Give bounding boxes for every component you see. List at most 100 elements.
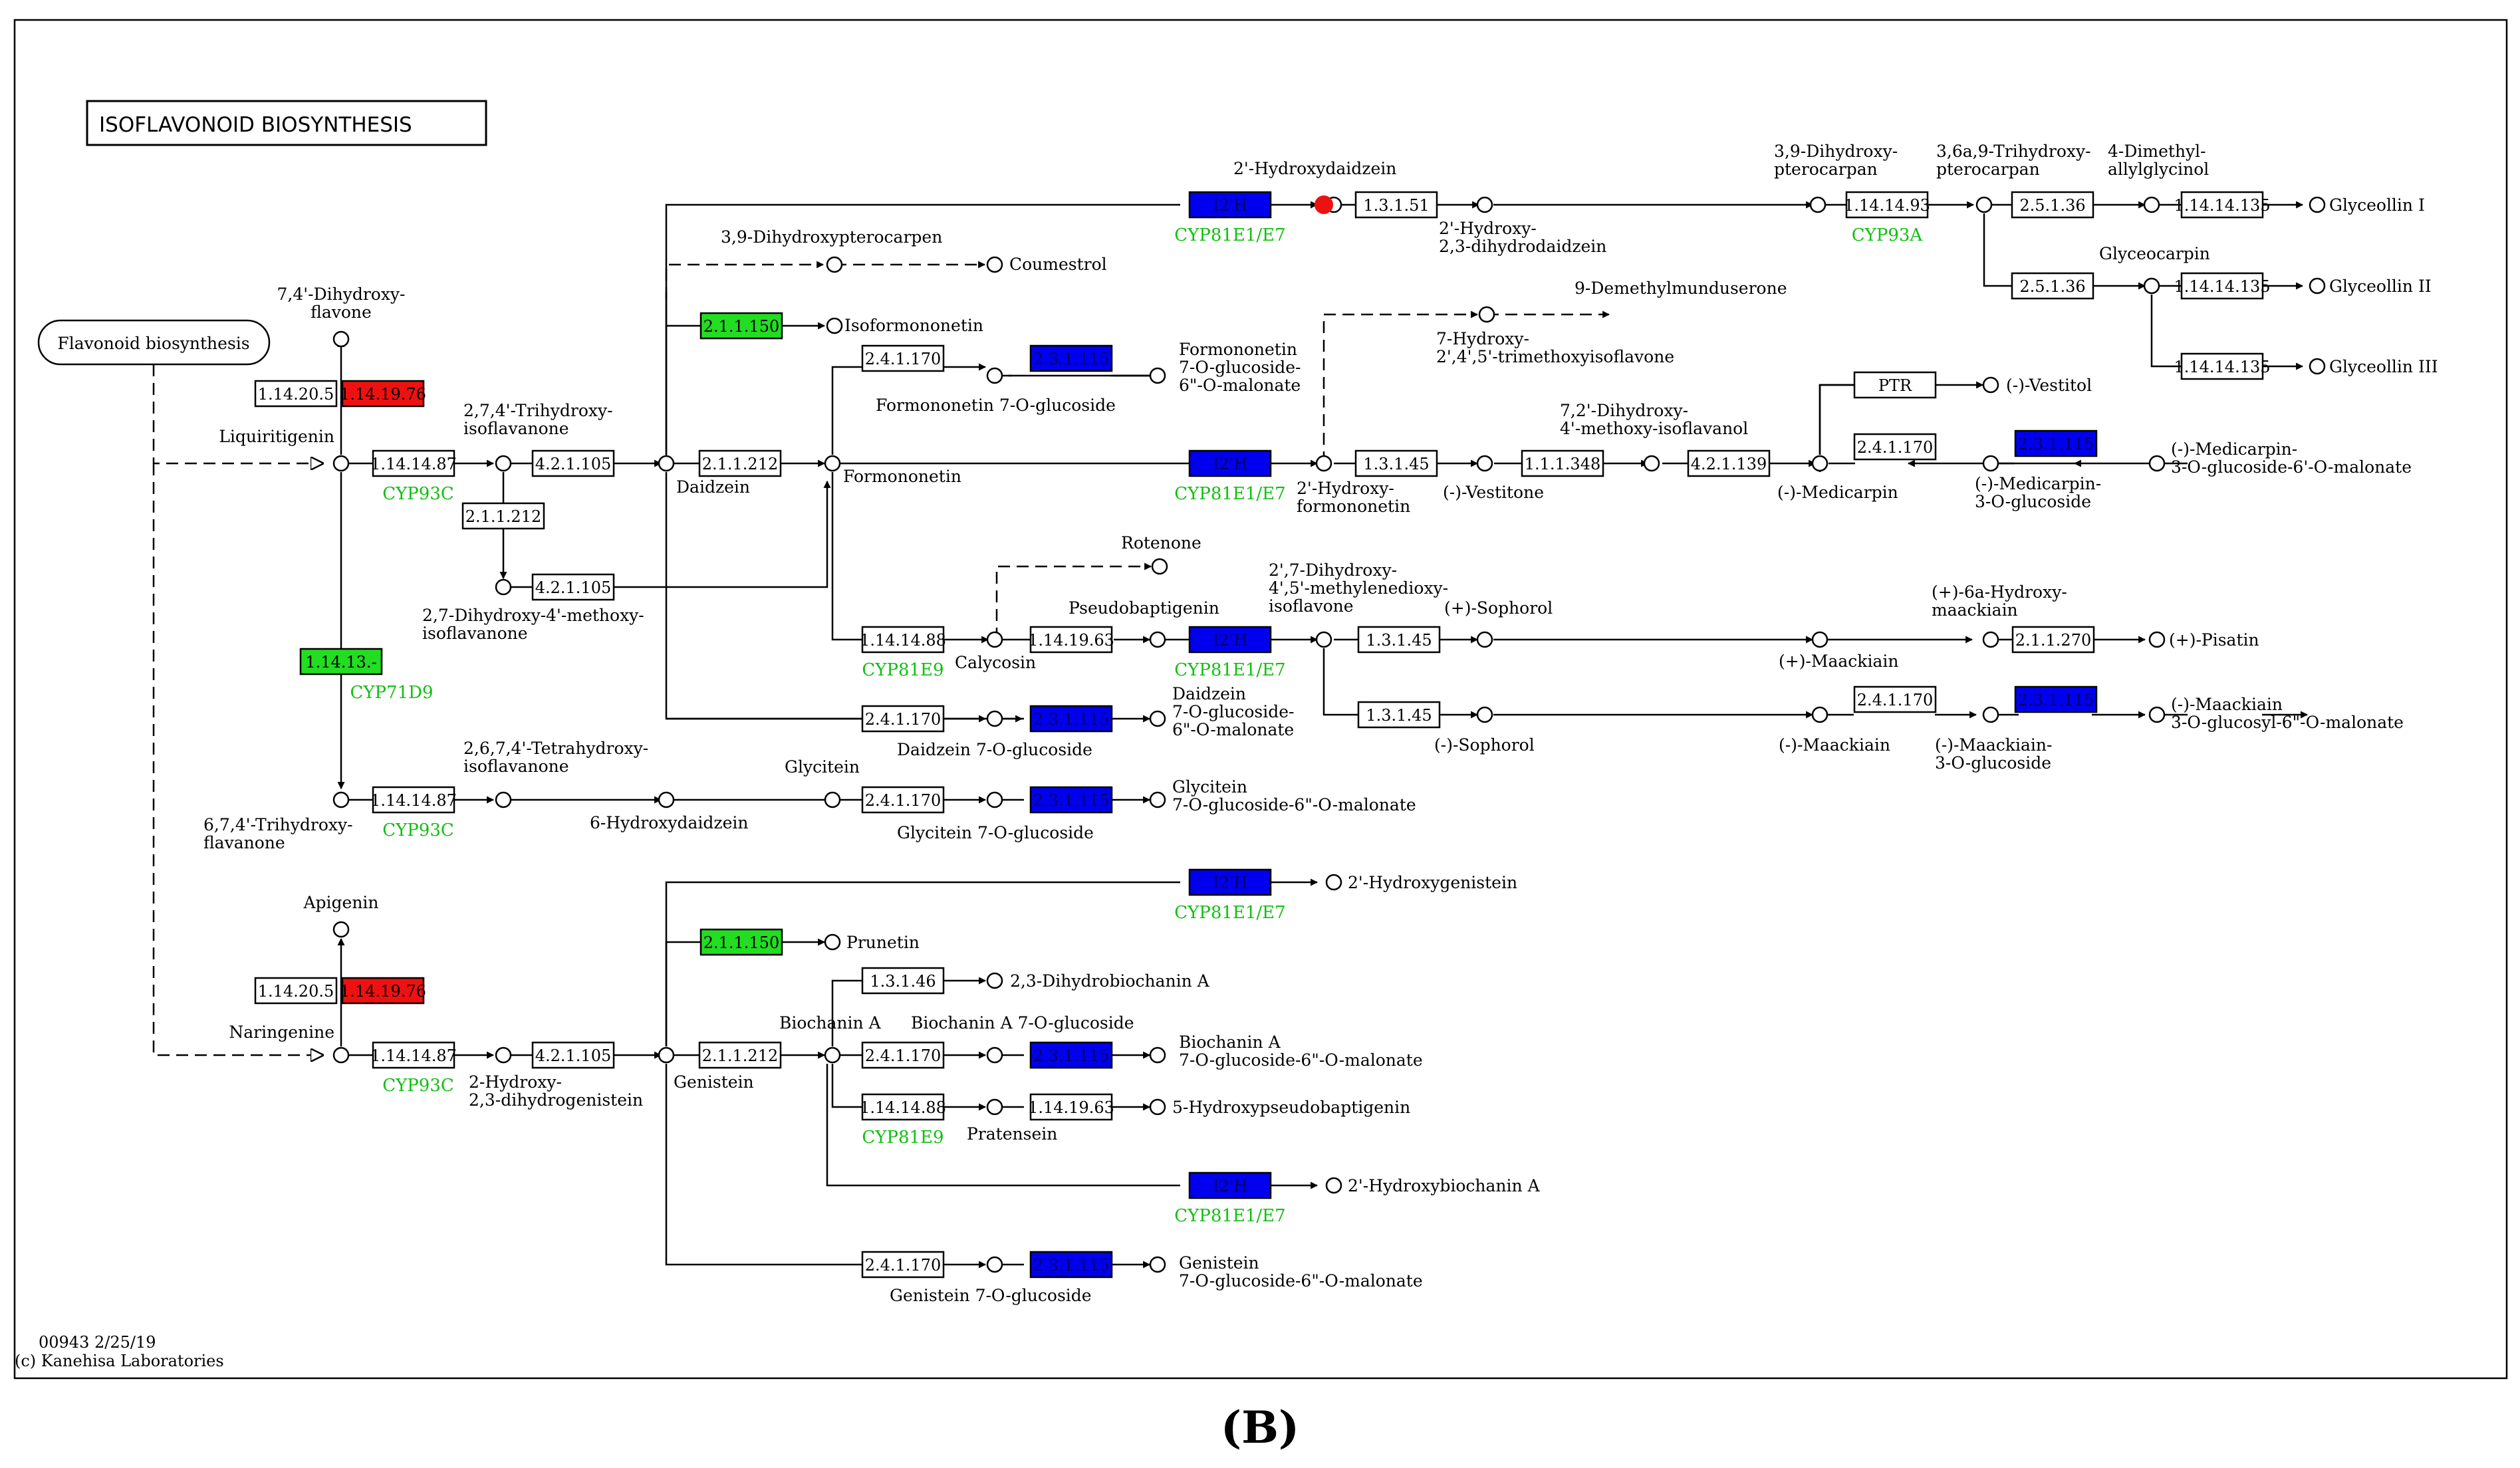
compound-node[interactable] [658, 791, 675, 808]
compound-node[interactable] [826, 256, 843, 273]
enzyme-e-2-1-1-150-b[interactable]: 2.1.1.150 [699, 928, 783, 956]
compound-node[interactable] [495, 578, 512, 596]
enzyme-e-1-3-1-45-c[interactable]: 1.3.1.45 [1357, 701, 1441, 729]
enzyme-e-2-4-1-170-a[interactable]: 2.4.1.170 [861, 344, 945, 372]
compound-node[interactable] [824, 455, 841, 472]
compound-node[interactable] [332, 921, 350, 938]
compound-node[interactable] [1476, 455, 1493, 472]
enzyme-e-1-14-19-76-b[interactable]: 1.14.19.76 [340, 977, 426, 1005]
compound-node[interactable] [1149, 791, 1166, 808]
enzyme-e-1-14-20-5-a[interactable]: 1.14.20.5 [254, 380, 338, 408]
enzyme-e-1-14-19-63-b[interactable]: 1.14.19.63 [1028, 1093, 1114, 1121]
enzyme-e-2-3-1-115-d[interactable]: 2.3.1.115 [2014, 429, 2098, 457]
compound-node[interactable] [2143, 277, 2160, 295]
enzyme-e-i2h-b[interactable]: I2'H [1188, 449, 1272, 477]
compound-node[interactable] [824, 1046, 841, 1064]
compound-node[interactable] [986, 1046, 1003, 1064]
compound-node[interactable] [1982, 631, 1999, 648]
enzyme-e-4-2-1-105-c[interactable]: 4.2.1.105 [531, 1041, 615, 1069]
compound-node[interactable] [1476, 196, 1493, 213]
compound-node[interactable] [1325, 874, 1342, 891]
enzyme-e-1-3-1-46[interactable]: 1.3.1.46 [861, 967, 945, 995]
compound-node[interactable] [495, 455, 512, 472]
compound-node[interactable] [1149, 367, 1166, 384]
enzyme-e-2-1-1-270[interactable]: 2.1.1.270 [2011, 626, 2095, 654]
enzyme-e-4-2-1-139[interactable]: 4.2.1.139 [1687, 449, 1771, 477]
compound-node[interactable] [986, 791, 1003, 808]
compound-node[interactable] [986, 256, 1003, 273]
enzyme-e-1-14-14-88-b[interactable]: 1.14.14.88 [860, 1093, 946, 1121]
enzyme-e-1-14-14-135-a[interactable]: 1.14.14.135 [2174, 191, 2271, 219]
enzyme-e-1-3-1-45-a[interactable]: 1.3.1.45 [1354, 449, 1438, 477]
enzyme-e-2-3-1-115-g[interactable]: 2.3.1.115 [1029, 1251, 1113, 1279]
compound-node[interactable] [495, 791, 512, 808]
enzyme-e-2-5-1-36-a[interactable]: 2.5.1.36 [2011, 191, 2094, 219]
compound-node[interactable] [1151, 558, 1168, 575]
enzyme-e-1-14-14-88-a[interactable]: 1.14.14.88 [860, 626, 946, 654]
enzyme-e-2-4-1-170-d[interactable]: 2.4.1.170 [1853, 433, 1937, 461]
enzyme-e-1-14-14-87-a[interactable]: 1.14.14.87 [370, 449, 457, 477]
enzyme-e-ptr[interactable]: PTR [1853, 371, 1937, 399]
compound-node[interactable] [1149, 1098, 1166, 1116]
enzyme-e-4-2-1-105-b[interactable]: 4.2.1.105 [531, 573, 615, 601]
compound-node[interactable] [824, 791, 841, 808]
compound-node[interactable] [332, 330, 350, 348]
compound-node[interactable] [986, 710, 1003, 727]
compound-node[interactable] [1643, 455, 1660, 472]
enzyme-e-1-3-1-45-b[interactable]: 1.3.1.45 [1357, 626, 1441, 654]
compound-node[interactable] [332, 455, 350, 472]
compound-node[interactable] [2148, 455, 2166, 472]
compound-node[interactable] [1476, 631, 1493, 648]
enzyme-e-1-3-1-51[interactable]: 1.3.1.51 [1354, 191, 1438, 219]
compound-node[interactable] [1476, 706, 1493, 723]
compound-node[interactable] [986, 631, 1003, 648]
compound-node[interactable] [2148, 706, 2166, 723]
compound-node[interactable] [986, 1256, 1003, 1273]
enzyme-e-4-2-1-105-a[interactable]: 4.2.1.105 [531, 449, 615, 477]
compound-node[interactable] [826, 317, 843, 334]
compound-node[interactable] [658, 1046, 675, 1064]
enzyme-e-i2h-e[interactable]: I2'H [1188, 1171, 1272, 1199]
enzyme-e-2-4-1-170-f[interactable]: 2.4.1.170 [861, 1041, 945, 1069]
compound-node[interactable] [495, 1046, 512, 1064]
enzyme-e-2-1-1-150-a[interactable]: 2.1.1.150 [699, 312, 783, 340]
enzyme-e-1-14-14-87-b[interactable]: 1.14.14.87 [370, 786, 457, 814]
compound-node[interactable] [986, 972, 1003, 989]
enzyme-e-1-14-19-63-a[interactable]: 1.14.19.63 [1028, 626, 1114, 654]
compound-node[interactable] [1149, 1046, 1166, 1064]
enzyme-e-2-4-1-170-b[interactable]: 2.4.1.170 [861, 705, 945, 733]
compound-node[interactable] [1315, 455, 1332, 472]
compound-node[interactable] [332, 1046, 350, 1064]
highlighted-compound-node[interactable] [1315, 195, 1333, 214]
compound-node[interactable] [986, 367, 1003, 384]
enzyme-e-2-5-1-36-b[interactable]: 2.5.1.36 [2011, 272, 2094, 300]
compound-node[interactable] [1982, 706, 1999, 723]
compound-node[interactable] [1975, 196, 1993, 213]
compound-node[interactable] [1809, 196, 1827, 213]
compound-node[interactable] [2309, 196, 2326, 213]
compound-node[interactable] [1325, 1177, 1342, 1194]
enzyme-e-2-3-1-115-f[interactable]: 2.3.1.115 [1029, 1041, 1113, 1069]
compound-node[interactable] [2148, 631, 2166, 648]
enzyme-e-2-3-1-115-e[interactable]: 2.3.1.115 [2014, 685, 2098, 713]
enzyme-e-1-14-14-135-b[interactable]: 1.14.14.135 [2174, 272, 2271, 300]
compound-node[interactable] [2309, 358, 2326, 375]
enzyme-e-i2h-a[interactable]: I2'H [1188, 191, 1272, 219]
enzyme-e-2-1-1-212-c[interactable]: 2.1.1.212 [698, 1041, 782, 1069]
compound-node[interactable] [1811, 706, 1828, 723]
enzyme-e-2-1-1-212-b[interactable]: 2.1.1.212 [698, 449, 782, 477]
enzyme-e-2-3-1-115-b[interactable]: 2.3.1.115 [1029, 705, 1113, 733]
compound-node[interactable] [824, 933, 841, 951]
enzyme-e-2-3-1-115-a[interactable]: 2.3.1.115 [1029, 344, 1113, 372]
compound-node[interactable] [1478, 306, 1495, 323]
compound-node[interactable] [332, 791, 350, 808]
compound-node[interactable] [2309, 277, 2326, 295]
enzyme-e-1-14-19-76-a[interactable]: 1.14.19.76 [340, 380, 426, 408]
compound-node[interactable] [1982, 455, 1999, 472]
enzyme-e-i2h-d[interactable]: I2'H [1188, 868, 1272, 896]
enzyme-e-2-4-1-170-e[interactable]: 2.4.1.170 [1853, 685, 1937, 713]
compound-node[interactable] [986, 1098, 1003, 1116]
compound-node[interactable] [1149, 631, 1166, 648]
enzyme-e-1-1-1-348[interactable]: 1.1.1.348 [1521, 449, 1604, 477]
compound-node[interactable] [1811, 631, 1828, 648]
